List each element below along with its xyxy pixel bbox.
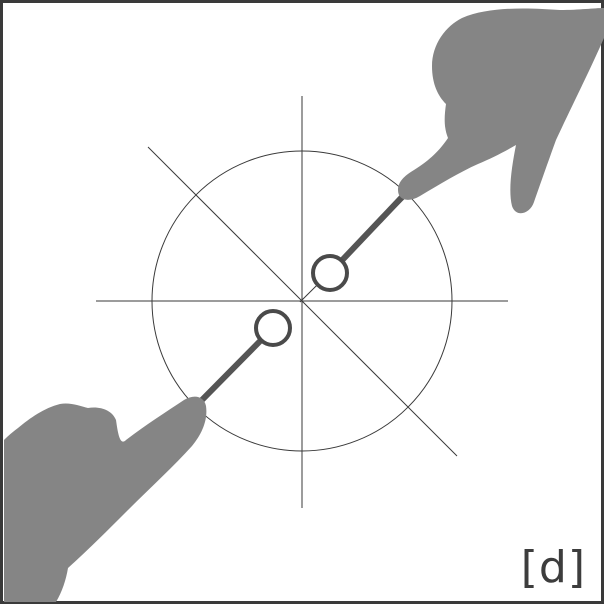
lower-pointing-hand-icon: [4, 396, 207, 602]
guide-diagonal-line-a: [147, 146, 458, 457]
upper-pointing-hand-icon: [398, 8, 604, 214]
lower-touch-handle[interactable]: [254, 309, 292, 347]
panel-label: [d]: [520, 542, 586, 593]
upper-touch-handle[interactable]: [311, 254, 349, 292]
